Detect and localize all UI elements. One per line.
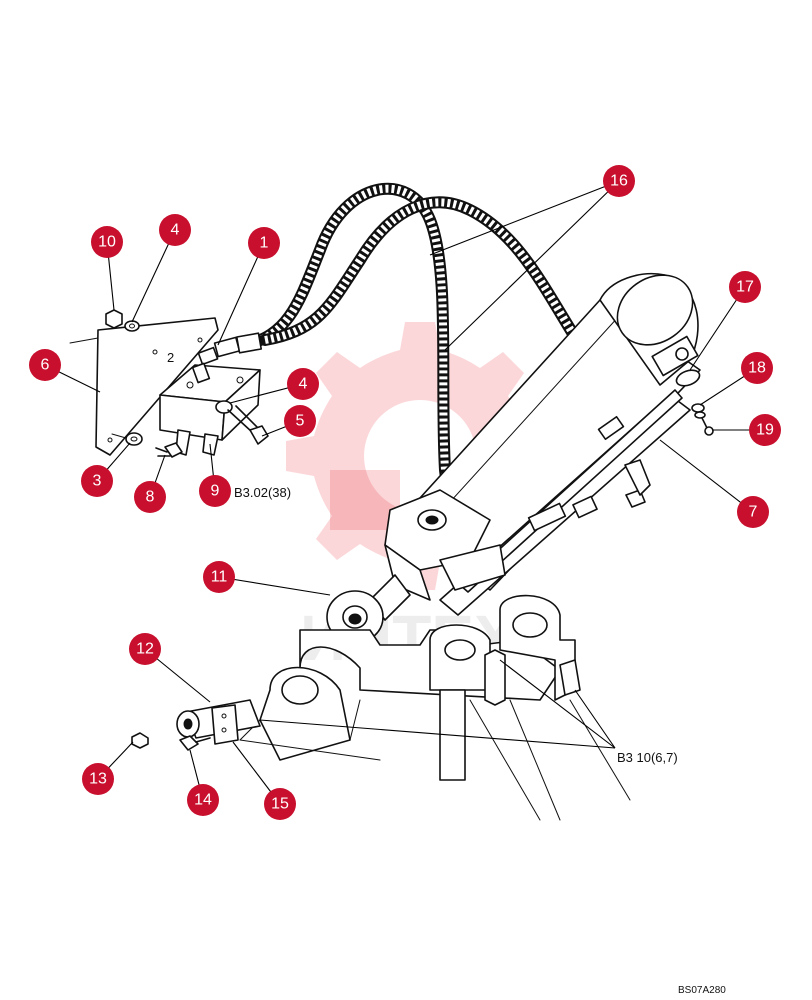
svg-text:19: 19 bbox=[756, 422, 774, 439]
grease-fitting-part-13 bbox=[131, 732, 149, 749]
svg-text:14: 14 bbox=[194, 792, 212, 809]
bolt-part-14 bbox=[179, 735, 211, 751]
callout-10: 10 bbox=[91, 226, 123, 258]
callout-16: 16 bbox=[603, 165, 635, 197]
svg-text:18: 18 bbox=[748, 360, 766, 377]
svg-text:4: 4 bbox=[299, 376, 308, 393]
callout-12: 12 bbox=[129, 633, 161, 665]
svg-text:15: 15 bbox=[271, 796, 289, 813]
svg-text:6: 6 bbox=[41, 357, 50, 374]
washer-part-18 bbox=[691, 403, 706, 419]
callout-9: 9 bbox=[199, 475, 231, 507]
svg-text:3: 3 bbox=[93, 473, 102, 490]
callout-5: 5 bbox=[284, 405, 316, 437]
callout-15: 15 bbox=[264, 788, 296, 820]
callout-13: 13 bbox=[82, 763, 114, 795]
svg-text:16: 16 bbox=[610, 173, 628, 190]
callout-4b: 4 bbox=[287, 368, 319, 400]
hose-fittings bbox=[191, 332, 263, 384]
callout-7: 7 bbox=[737, 496, 769, 528]
drawing-code: BS07A280 bbox=[678, 985, 726, 996]
hydraulic-cylinder bbox=[369, 273, 701, 621]
callout-3: 3 bbox=[81, 465, 113, 497]
svg-text:4: 4 bbox=[171, 222, 180, 239]
svg-text:13: 13 bbox=[89, 771, 107, 788]
callout-6: 6 bbox=[29, 349, 61, 381]
callout-14: 14 bbox=[187, 784, 219, 816]
seal-part-17 bbox=[675, 369, 701, 387]
callout-8: 8 bbox=[134, 481, 166, 513]
bolt-part-5 bbox=[215, 400, 269, 445]
reference-lower: B3 10(6,7) bbox=[617, 750, 678, 765]
callout-11: 11 bbox=[203, 561, 235, 593]
callout-18: 18 bbox=[741, 352, 773, 384]
svg-text:1: 1 bbox=[260, 235, 269, 252]
nut-part-10 bbox=[105, 309, 123, 329]
callout-1: 1 bbox=[248, 227, 280, 259]
svg-text:12: 12 bbox=[136, 641, 154, 658]
svg-text:11: 11 bbox=[211, 569, 228, 586]
svg-text:10: 10 bbox=[98, 234, 116, 251]
svg-text:5: 5 bbox=[296, 413, 305, 430]
callout-19: 19 bbox=[749, 414, 781, 446]
svg-text:17: 17 bbox=[736, 279, 754, 296]
washer-part-4 bbox=[124, 320, 140, 332]
callout-17: 17 bbox=[729, 271, 761, 303]
washer-part-3 bbox=[111, 432, 143, 446]
bolt-part-8 bbox=[155, 442, 183, 458]
frame-mount bbox=[239, 594, 631, 821]
svg-text:8: 8 bbox=[146, 489, 155, 506]
svg-text:9: 9 bbox=[211, 483, 220, 500]
block-port-label: 2 bbox=[167, 350, 174, 365]
bolt-part-19 bbox=[701, 417, 714, 436]
bracket-part-15 bbox=[211, 704, 239, 745]
reference-upper: B3.02(38) bbox=[234, 485, 291, 500]
callout-4a: 4 bbox=[159, 214, 191, 246]
svg-text:7: 7 bbox=[749, 504, 758, 521]
